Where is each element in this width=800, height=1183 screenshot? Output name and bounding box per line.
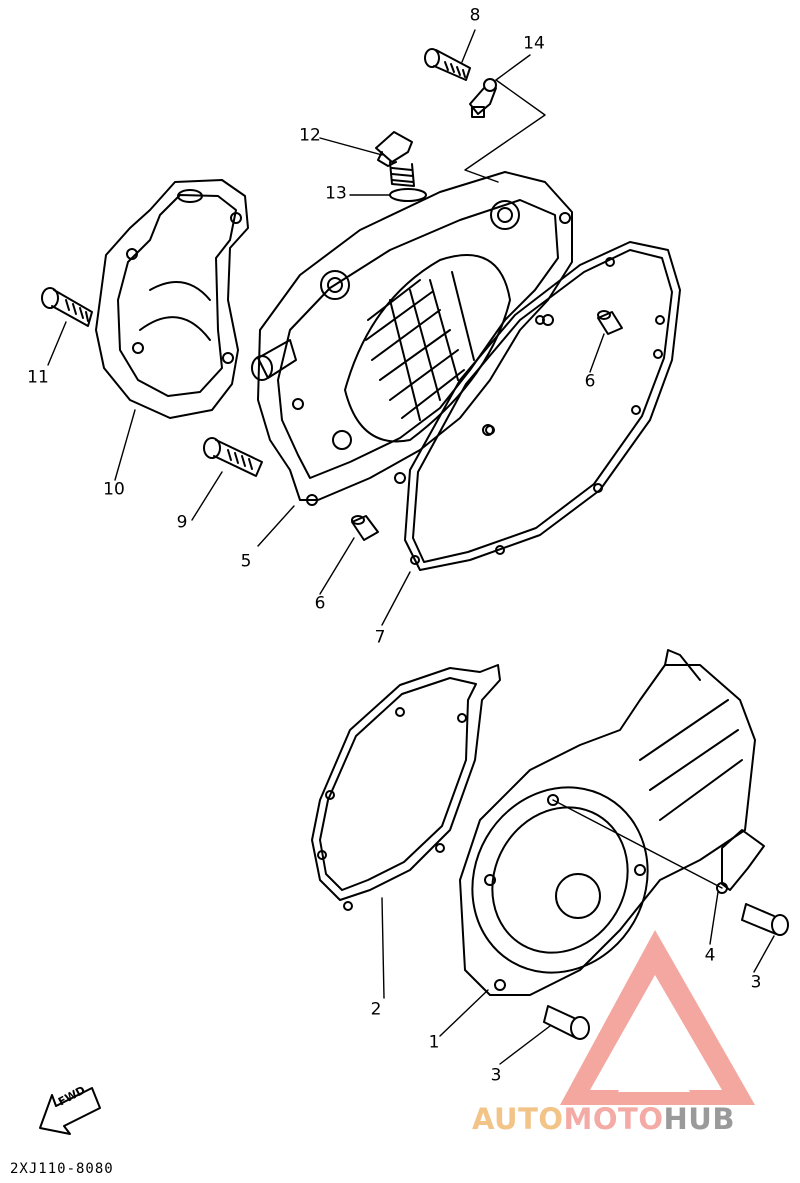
dowel-6b: [597, 310, 623, 335]
clamp-14: [469, 78, 497, 118]
callout-12: 12: [299, 125, 321, 146]
watermark-moto: MOTO: [563, 1102, 664, 1136]
clamp-4: [716, 829, 765, 894]
callout-6b: 6: [584, 371, 596, 392]
o-ring-13: [389, 188, 427, 202]
dowel-6a: [351, 515, 379, 541]
callout-7: 7: [374, 627, 386, 648]
watermark-auto: AUTO: [472, 1102, 564, 1136]
callout-3a: 3: [750, 972, 762, 993]
crankcase-cover-5: [251, 171, 573, 506]
bolt-3a: [741, 903, 789, 936]
watermark-logo-icon: [560, 930, 755, 1105]
watermark-text: AUTOMOTOHUB: [472, 1102, 735, 1136]
callout-13: 13: [325, 183, 347, 204]
callout-3b: 3: [490, 1065, 502, 1086]
watermark-hub: HUB: [663, 1102, 735, 1136]
gasket-2: [311, 664, 501, 911]
filler-plug-12: [375, 131, 415, 187]
callout-1: 1: [428, 1032, 440, 1053]
callout-14: 14: [523, 33, 545, 54]
fwd-arrow-icon: [39, 1087, 101, 1135]
bolt-8: [424, 48, 471, 81]
cover-10: [95, 179, 249, 419]
callout-4: 4: [704, 945, 716, 966]
generator-cover-1: [459, 649, 756, 996]
callout-2: 2: [370, 999, 382, 1020]
bolt-3b: [543, 1005, 590, 1040]
part-number: 2XJ110-8080: [10, 1161, 114, 1177]
callout-6a: 6: [314, 593, 326, 614]
leader-lines: [47, 29, 775, 1065]
bolt-11: [41, 287, 93, 327]
callout-11: 11: [27, 367, 49, 388]
callout-8: 8: [469, 5, 481, 26]
gasket-7: [404, 241, 681, 571]
callout-5: 5: [240, 551, 252, 572]
bolt-9: [203, 437, 263, 477]
callout-9: 9: [176, 512, 188, 533]
callout-10: 10: [103, 479, 125, 500]
